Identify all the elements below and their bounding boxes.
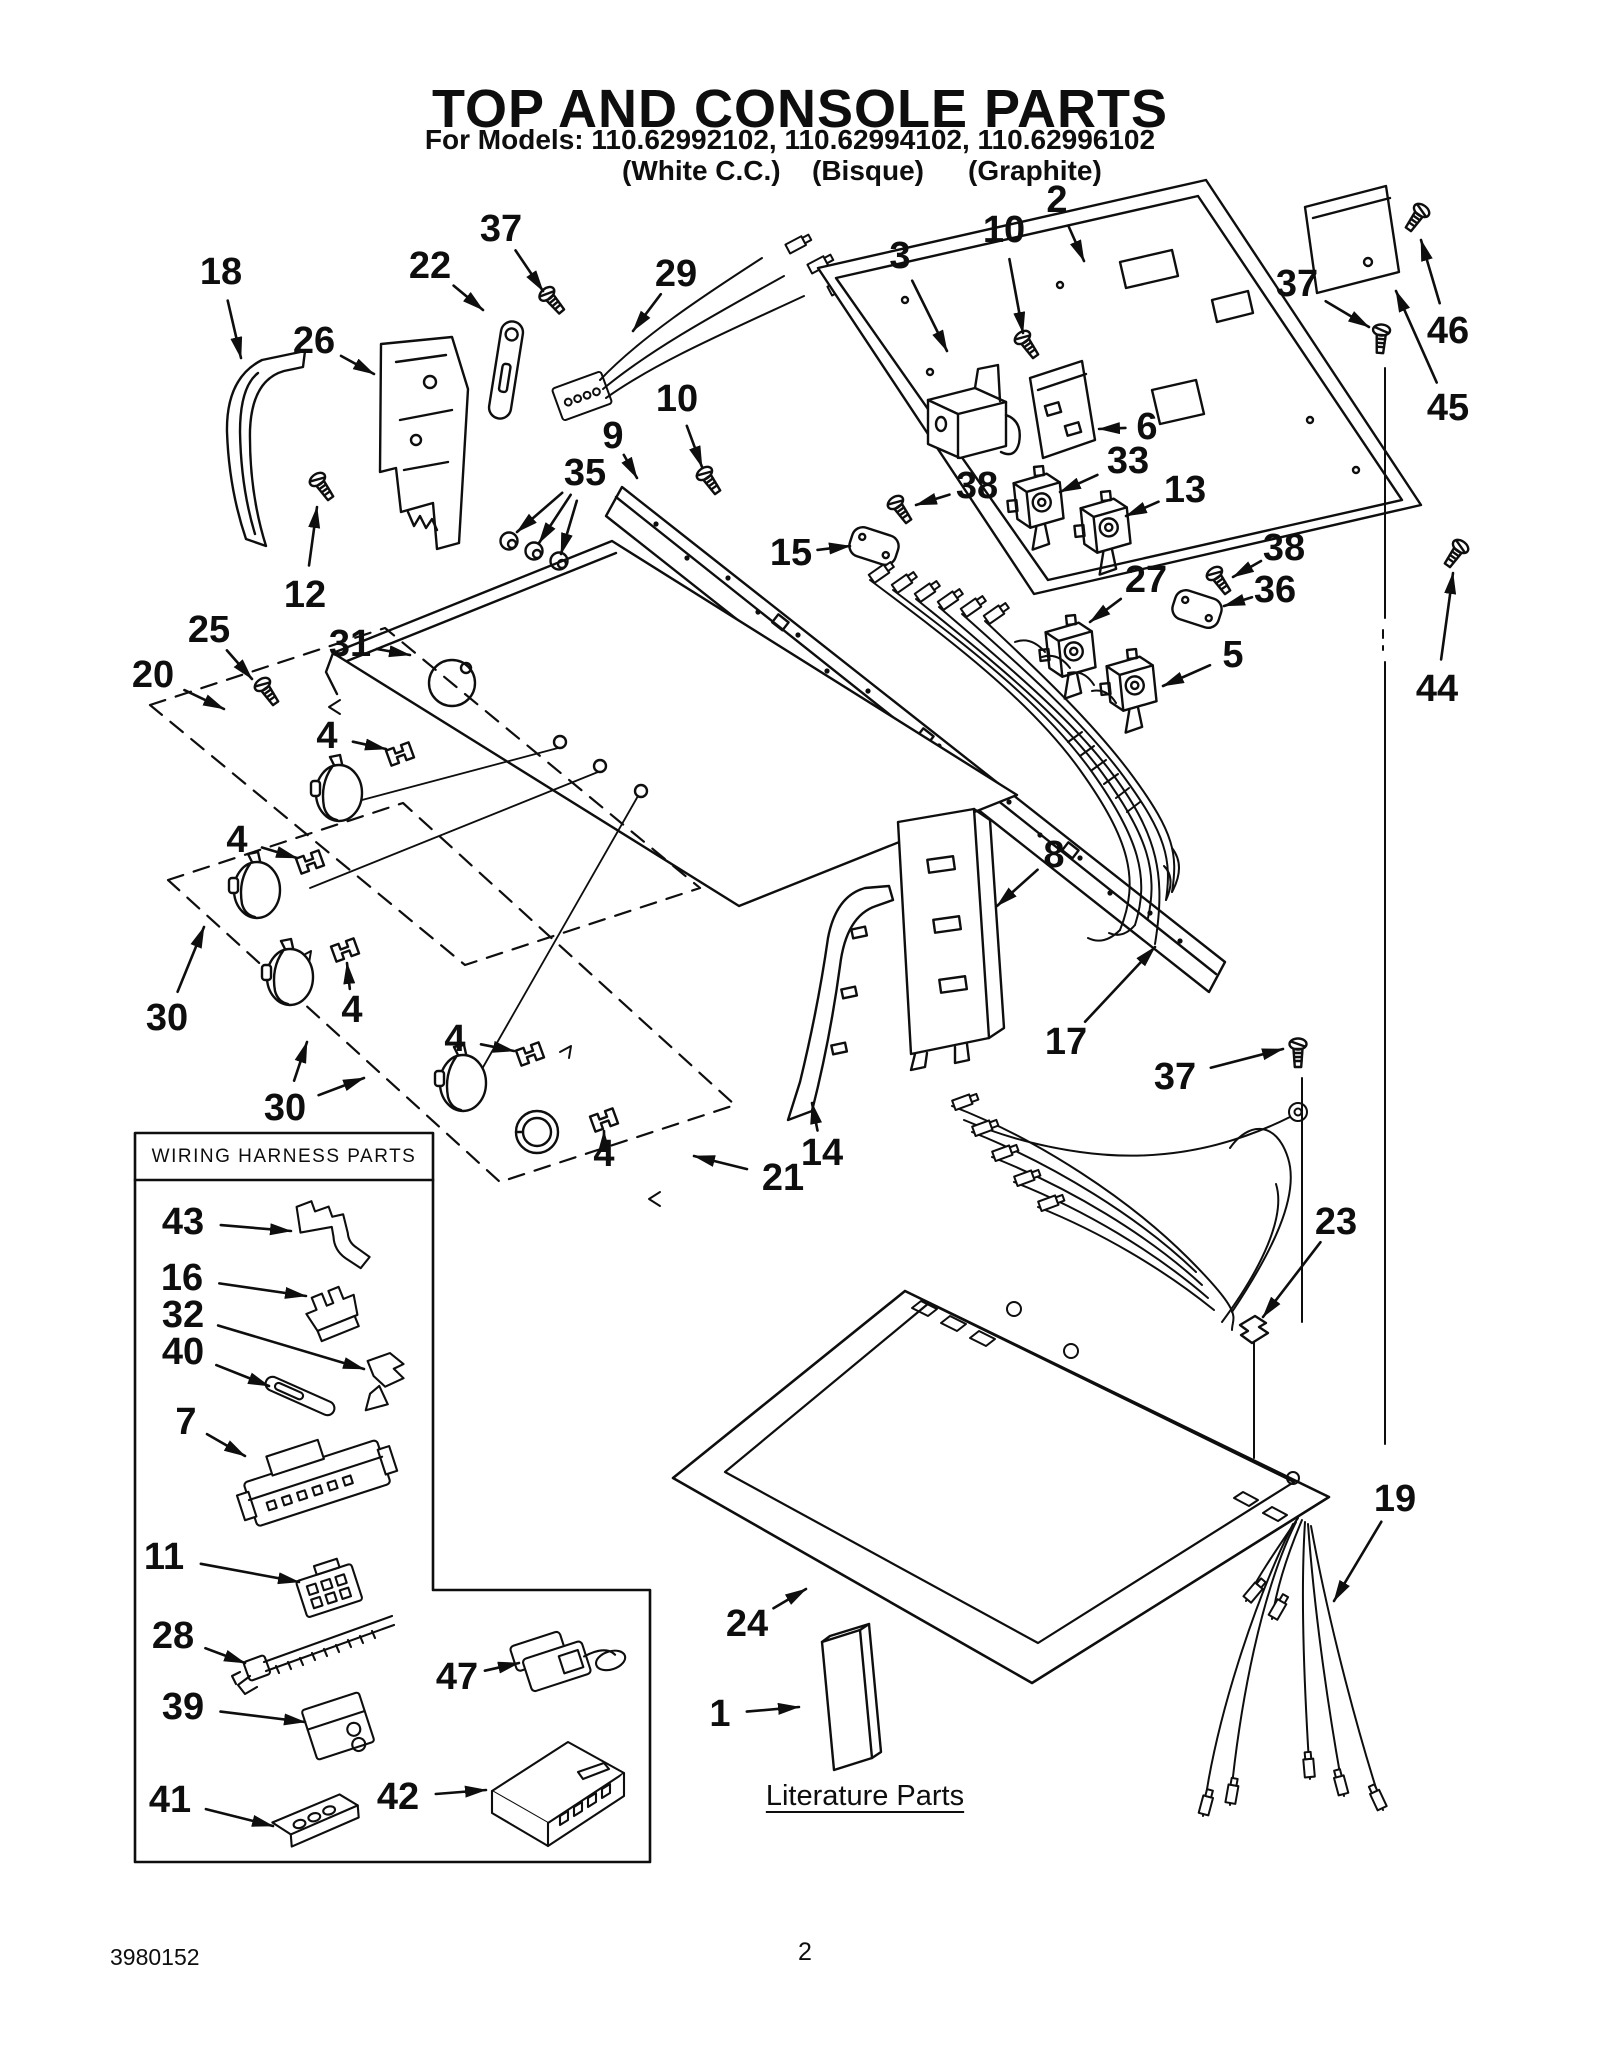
callout-7: 7: [175, 1401, 197, 1443]
callout-37-2: 37: [1275, 263, 1319, 305]
part-bulbs: [499, 531, 569, 571]
callout-35: 35: [563, 452, 607, 494]
callout-43: 43: [161, 1201, 205, 1243]
finish-graphite: (Graphite): [968, 155, 1102, 186]
callout-3: 3: [889, 235, 911, 277]
callout-41: 41: [148, 1779, 192, 1821]
inset-box-title: WIRING HARNESS PARTS: [151, 1145, 417, 1167]
callout-23: 23: [1314, 1201, 1358, 1243]
part-rear-panel: [816, 178, 1423, 596]
callout-12: 12: [283, 574, 327, 616]
callout-1: 1: [709, 1693, 731, 1735]
callout-18: 18: [199, 251, 243, 293]
part-end-cap-right: [786, 884, 895, 1122]
callout-45: 45: [1426, 387, 1470, 429]
callout-leaders: [176, 224, 1457, 1828]
callout-37-1: 37: [479, 208, 523, 250]
callout-4-3: 4: [341, 989, 363, 1031]
callout-36: 36: [1253, 569, 1297, 611]
callout-10-2: 10: [655, 378, 699, 420]
callout-38-2: 38: [1262, 527, 1306, 569]
part-end-cap-left: [225, 349, 307, 548]
callout-25: 25: [187, 609, 231, 651]
callout-15: 15: [769, 532, 813, 574]
callout-27: 27: [1124, 559, 1168, 601]
part-console-bracket: [378, 335, 470, 551]
callout-4-1: 4: [316, 715, 338, 757]
finish-white: (White C.C.): [622, 155, 781, 186]
part-harness-17: [867, 559, 1180, 945]
callout-9: 9: [602, 415, 624, 457]
callout-4-4: 4: [444, 1018, 466, 1060]
part-console-body: [309, 539, 1019, 1077]
callout-46: 46: [1426, 310, 1470, 352]
callout-42: 42: [376, 1776, 420, 1818]
callout-37-3: 37: [1153, 1056, 1197, 1098]
callout-47: 47: [435, 1656, 479, 1698]
callout-30-2: 30: [263, 1087, 307, 1129]
callout-6: 6: [1136, 406, 1158, 448]
models-line: For Models: 110.62992102, 110.62994102, …: [424, 124, 1156, 155]
part-clip-23: [1238, 1314, 1270, 1345]
part-plate-15: [845, 523, 903, 569]
document-number: 3980152: [110, 1944, 200, 1970]
literature-parts-label: Literature Parts: [765, 1780, 965, 1812]
callout-4-5: 4: [593, 1133, 615, 1175]
part-wire-assembly: [551, 231, 856, 422]
callout-17: 17: [1044, 1021, 1088, 1063]
callout-5: 5: [1222, 634, 1244, 676]
part-cover: [1303, 184, 1401, 295]
part-knobs: [227, 753, 560, 1155]
callout-33: 33: [1106, 440, 1150, 482]
callout-40: 40: [161, 1331, 205, 1373]
callout-8: 8: [1043, 834, 1065, 876]
part-harness-19: [1197, 1517, 1388, 1817]
callout-13: 13: [1163, 469, 1207, 511]
part-ground-harness: [950, 1090, 1308, 1331]
page-title: TOP AND CONSOLE PARTS: [431, 79, 1169, 139]
dashed-console-outlines: [148, 626, 737, 1184]
part-end-bracket: [896, 807, 1006, 1072]
inset-box: [133, 1131, 652, 1864]
part-strap: [487, 320, 525, 420]
callout-21: 21: [761, 1157, 805, 1199]
inset-parts: [230, 1200, 627, 1848]
callout-10-1: 10: [982, 209, 1026, 251]
part-literature-pack: [820, 1622, 883, 1772]
callout-28: 28: [151, 1615, 195, 1657]
callout-39: 39: [161, 1686, 205, 1728]
callout-2: 2: [1046, 179, 1068, 221]
callout-16: 16: [160, 1257, 204, 1299]
callout-20: 20: [131, 654, 175, 696]
part-timer: [926, 363, 1021, 460]
callout-38-1: 38: [955, 465, 999, 507]
reference-lines: [1253, 367, 1386, 1459]
part-bracket-plate: [1028, 359, 1097, 460]
callout-44: 44: [1415, 668, 1459, 710]
part-plate-36: [1168, 586, 1226, 632]
page-number: 2: [798, 1938, 812, 1966]
callout-14: 14: [800, 1132, 844, 1174]
callout-22: 22: [408, 245, 452, 287]
callout-24: 24: [725, 1603, 769, 1645]
callout-4-2: 4: [226, 819, 248, 861]
callout-19: 19: [1373, 1478, 1417, 1520]
callout-26: 26: [292, 320, 336, 362]
callout-32: 32: [161, 1294, 205, 1336]
callout-29: 29: [654, 253, 698, 295]
part-top-panel: [671, 1289, 1331, 1685]
callout-31: 31: [328, 623, 372, 665]
callout-30-1: 30: [145, 997, 189, 1039]
finish-bisque: (Bisque): [812, 155, 924, 186]
callout-11: 11: [143, 1536, 185, 1578]
